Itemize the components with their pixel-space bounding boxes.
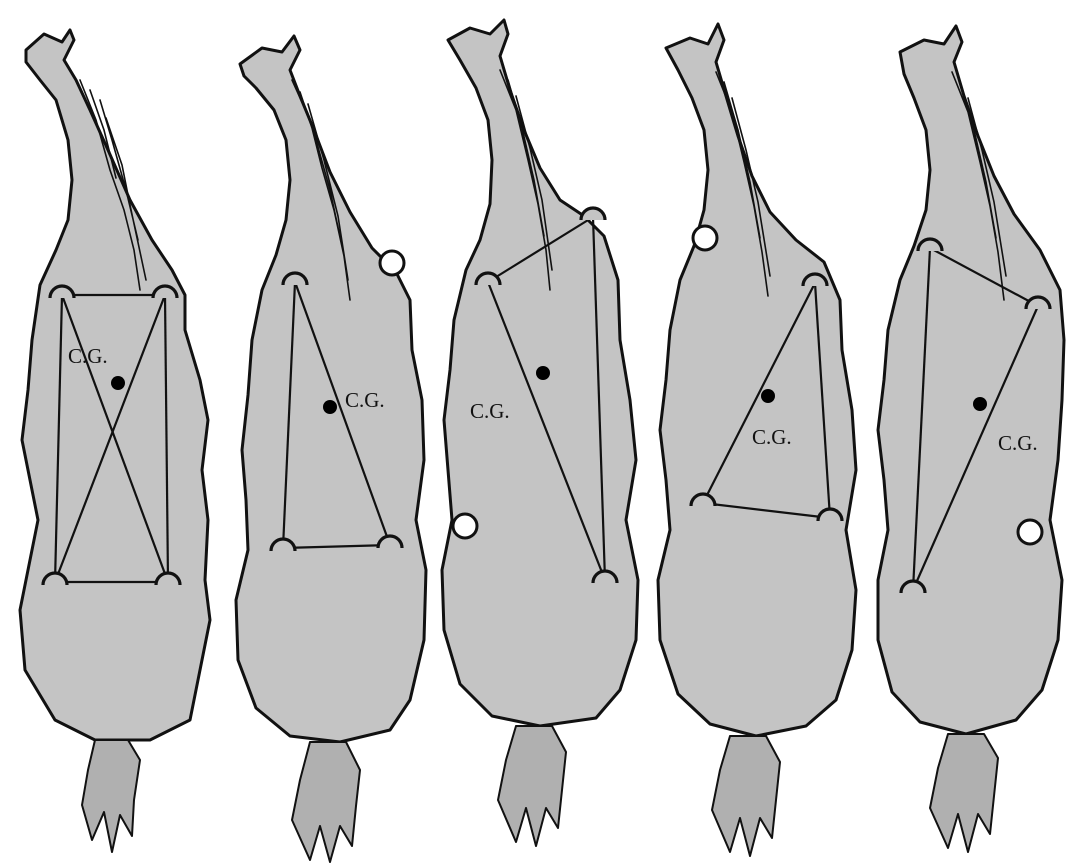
hoof-left-hind bbox=[901, 581, 925, 593]
tail bbox=[930, 734, 998, 852]
horse-3: C.G. bbox=[442, 20, 638, 846]
tail bbox=[292, 742, 360, 862]
center-of-gravity-dot bbox=[761, 389, 775, 403]
raised-hoof bbox=[1018, 520, 1042, 544]
horse-1: C.G. bbox=[20, 30, 210, 852]
tail bbox=[498, 726, 566, 846]
cg-label: C.G. bbox=[345, 388, 385, 412]
hoof-left-fore bbox=[50, 286, 74, 298]
hoof-right-fore bbox=[153, 286, 177, 298]
tail bbox=[712, 736, 780, 856]
horse-body-outline bbox=[236, 36, 426, 742]
raised-hoof bbox=[693, 226, 717, 250]
horse-body-outline bbox=[658, 24, 856, 736]
hoof-right-hind bbox=[593, 571, 617, 583]
raised-hoof bbox=[453, 514, 477, 538]
hoof-right-fore bbox=[1026, 297, 1050, 309]
hoof-right-hind bbox=[378, 536, 402, 548]
hoof-left-fore bbox=[476, 273, 500, 285]
cg-label: C.G. bbox=[68, 344, 108, 368]
horse-2: C.G. bbox=[236, 36, 426, 862]
horse-body-outline bbox=[878, 26, 1064, 734]
hoof-right-hind bbox=[156, 573, 180, 585]
hoof-right-fore bbox=[803, 274, 827, 286]
cg-label: C.G. bbox=[470, 399, 510, 423]
hoof-right-hind bbox=[818, 509, 842, 521]
tail bbox=[82, 740, 140, 852]
center-of-gravity-dot bbox=[973, 397, 987, 411]
center-of-gravity-dot bbox=[323, 400, 337, 414]
raised-hoof bbox=[380, 251, 404, 275]
horse-5: C.G. bbox=[878, 26, 1064, 852]
hoof-left-fore bbox=[283, 273, 307, 285]
center-of-gravity-dot bbox=[111, 376, 125, 390]
hoof-right-fore bbox=[581, 208, 605, 220]
cg-label: C.G. bbox=[998, 431, 1038, 455]
horse-4: C.G. bbox=[658, 24, 856, 856]
hoof-left-hind bbox=[43, 573, 67, 585]
hoof-left-fore bbox=[918, 239, 942, 251]
hoof-left-hind bbox=[691, 494, 715, 506]
center-of-gravity-dot bbox=[536, 366, 550, 380]
cg-label: C.G. bbox=[752, 425, 792, 449]
hoof-left-hind bbox=[271, 539, 295, 551]
